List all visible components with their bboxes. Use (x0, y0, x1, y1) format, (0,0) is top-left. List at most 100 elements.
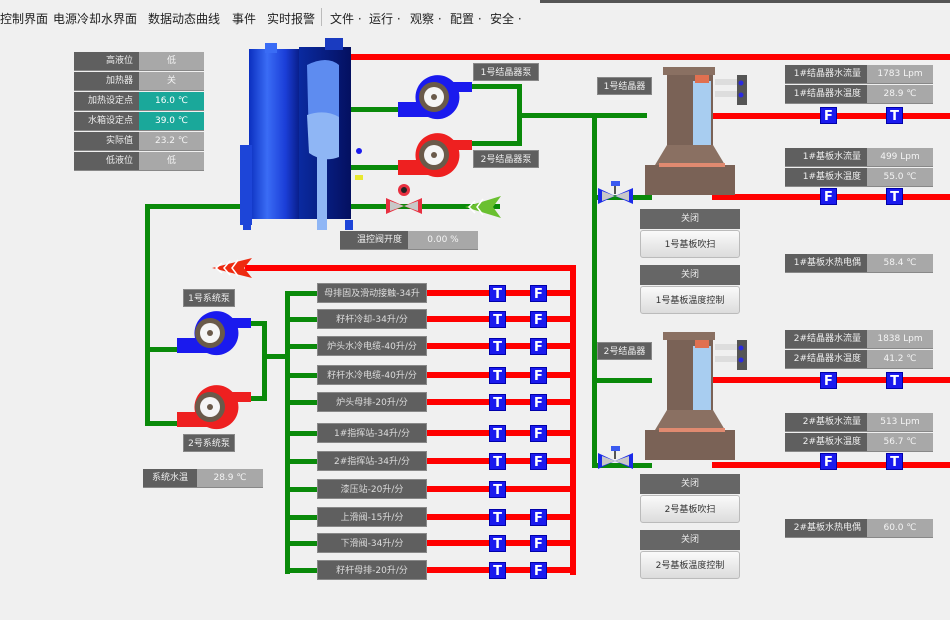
valve-opening-readout: 温控阀开度 0.00 % (340, 231, 478, 250)
crystallizer-valve-icon[interactable] (598, 180, 634, 208)
temperature-sensor-badge[interactable]: T (489, 394, 506, 411)
cold-branch-pipe (285, 400, 319, 405)
crystallizer-label: 2号结晶器 (597, 342, 652, 360)
crystallizer-pump-1-label: 1号结晶器泵 (473, 63, 539, 81)
branch-line-label: 炉头母排-20升/分 (317, 392, 427, 412)
reading-label: 1#基板水温度 (785, 168, 867, 187)
system-pump-1-icon[interactable] (175, 308, 253, 358)
system-pump-2-icon[interactable] (175, 382, 253, 432)
menu-file[interactable]: 文件 · (330, 12, 362, 26)
cold-branch-pipe (285, 487, 319, 492)
hot-pipe-return (570, 265, 576, 575)
base-temp-control-button[interactable]: 2号基板温度控制 (640, 551, 740, 579)
flow-sensor-badge[interactable]: F (820, 453, 837, 470)
reading-value: 55.0 ℃ (867, 168, 933, 187)
temperature-sensor-badge[interactable]: T (489, 311, 506, 328)
tank-status-key: 低液位 (74, 152, 139, 171)
crystallizer-valve-icon[interactable] (598, 445, 634, 473)
branch-line-label: 母排固及滑动接触-34升 (317, 283, 427, 303)
tab-events[interactable]: 事件 (232, 12, 257, 26)
branch-line-label: 炉头水冷电缆-40升/分 (317, 336, 427, 356)
flow-sensor-badge[interactable]: F (530, 425, 547, 442)
flow-sensor-badge[interactable]: F (820, 188, 837, 205)
flow-sensor-badge[interactable]: F (530, 285, 547, 302)
temperature-sensor-badge[interactable]: T (489, 285, 506, 302)
tank-status-key: 实际值 (74, 132, 139, 151)
menu-observe[interactable]: 观察 · (410, 12, 442, 26)
blow-state: 关闭 (640, 209, 740, 229)
thermocouple-reading: 1#基板水热电偶 58.4 ℃ (785, 254, 933, 273)
temperature-sensor-badge[interactable]: T (886, 372, 903, 389)
reading-value: 1838 Lpm (867, 330, 933, 349)
cold-branch-pipe (285, 317, 319, 322)
reading-value: 28.9 ℃ (867, 85, 933, 104)
temperature-sensor-badge[interactable]: T (489, 481, 506, 498)
flow-sensor-badge[interactable]: F (530, 367, 547, 384)
reading-value: 41.2 ℃ (867, 350, 933, 369)
cold-branch-pipe (285, 459, 319, 464)
crystallizer-pump-2-icon[interactable] (396, 130, 474, 180)
branch-line-label: 籽杆母排-20升/分 (317, 560, 427, 580)
cold-pipe (592, 378, 652, 383)
base-reading: 2#基板水温度 56.7 ℃ (785, 433, 933, 452)
tab-control[interactable]: 控制界面 (0, 12, 49, 26)
system-water-temp-readout: 系统水温 28.9 ℃ (143, 469, 263, 488)
temperature-sensor-badge[interactable]: T (489, 562, 506, 579)
flow-sensor-badge[interactable]: F (530, 562, 547, 579)
tank-status-row: 高液位低 (74, 52, 204, 71)
temperature-sensor-badge[interactable]: T (489, 453, 506, 470)
flow-sensor-badge[interactable]: F (820, 107, 837, 124)
reading-value: 513 Lpm (867, 413, 933, 432)
temp-control-valve-icon[interactable] (384, 184, 424, 220)
hot-pipe-main (350, 54, 950, 60)
flow-sensor-badge[interactable]: F (530, 394, 547, 411)
tank-status-row: 低液位低 (74, 152, 204, 171)
base-blow-button[interactable]: 1号基板吹扫 (640, 230, 740, 258)
flow-arrow-red-icon (212, 258, 252, 278)
branch-line-label: 漆压站-20升/分 (317, 479, 427, 499)
reading-label: 1#基板水流量 (785, 148, 867, 167)
temperature-sensor-badge[interactable]: T (886, 188, 903, 205)
flow-sensor-badge[interactable]: F (530, 509, 547, 526)
tank-status-value[interactable]: 16.0 ℃ (139, 92, 204, 111)
temperature-sensor-badge[interactable]: T (886, 453, 903, 470)
menu-run[interactable]: 运行 · (369, 12, 401, 26)
cold-pipe (350, 107, 410, 112)
menu-bar: 控制界面 电源冷却水界面 数据动态曲线 事件 实时报警 文件 · 运行 · 观察… (0, 0, 950, 34)
tab-data-curve[interactable]: 数据动态曲线 (148, 12, 221, 26)
flow-sensor-badge[interactable]: F (530, 338, 547, 355)
crystallizer-icon[interactable] (645, 330, 755, 470)
tank-status-value[interactable]: 39.0 ℃ (139, 112, 204, 131)
menu-security[interactable]: 安全 · (490, 12, 522, 26)
cold-pipe (350, 165, 410, 170)
temp-control-state: 关闭 (640, 265, 740, 285)
flow-sensor-badge[interactable]: F (530, 311, 547, 328)
temperature-sensor-badge[interactable]: T (489, 509, 506, 526)
crystallizer-icon[interactable] (645, 65, 755, 205)
cold-branch-pipe (285, 568, 319, 573)
base-blow-button[interactable]: 2号基板吹扫 (640, 495, 740, 523)
cold-pipe (262, 321, 267, 401)
cold-pipe (145, 347, 185, 352)
temperature-sensor-badge[interactable]: T (489, 425, 506, 442)
crystallizer-reading: 2#结晶器水温度 41.2 ℃ (785, 350, 933, 369)
flow-sensor-badge[interactable]: F (530, 535, 547, 552)
temp-control-state: 关闭 (640, 530, 740, 550)
flow-sensor-badge[interactable]: F (820, 372, 837, 389)
base-temp-control-button[interactable]: 1号基板温度控制 (640, 286, 740, 314)
tab-power-cooling[interactable]: 电源冷却水界面 (53, 12, 138, 26)
reading-value: 56.7 ℃ (867, 433, 933, 452)
crystallizer-pump-1-icon[interactable] (396, 72, 474, 122)
temperature-sensor-badge[interactable]: T (489, 338, 506, 355)
cold-pipe-manifold (592, 113, 597, 468)
temperature-sensor-badge[interactable]: T (489, 367, 506, 384)
menu-config[interactable]: 配置 · (450, 12, 482, 26)
flow-sensor-badge[interactable]: F (530, 453, 547, 470)
reading-label: 1#结晶器水温度 (785, 85, 867, 104)
temperature-sensor-badge[interactable]: T (489, 535, 506, 552)
tab-alarms[interactable]: 实时报警 (267, 12, 316, 26)
branch-line-label: 籽杆冷却-34升/分 (317, 309, 427, 329)
temperature-sensor-badge[interactable]: T (886, 107, 903, 124)
crystallizer-reading: 2#结晶器水流量 1838 Lpm (785, 330, 933, 349)
